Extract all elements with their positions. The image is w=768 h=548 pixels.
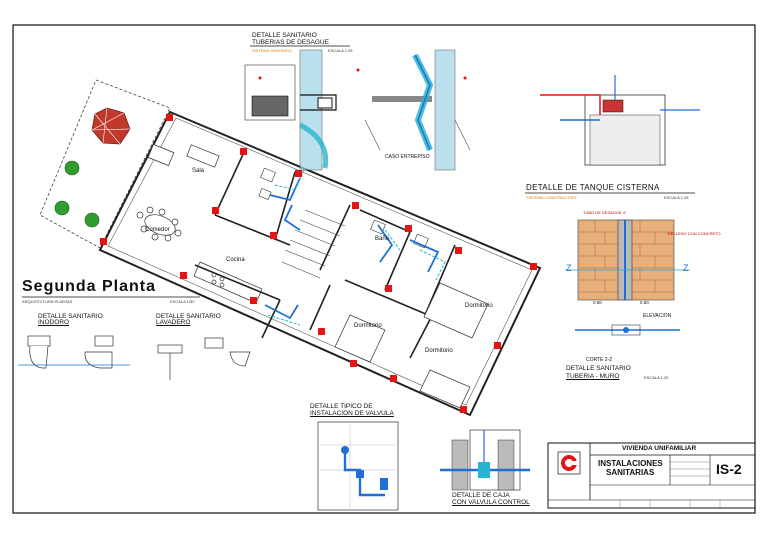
dim-left: 0.60: [593, 300, 602, 305]
logo-icon: [557, 451, 581, 475]
sheet-title-scale: ESCALA 1/50: [170, 299, 195, 304]
title-rules: [22, 45, 695, 298]
room-comedor: Comedor: [145, 227, 170, 233]
umbrella-icon: [91, 107, 131, 145]
caja-detail: [440, 429, 530, 491]
caso-entrepiso: CASO ENTREPISO: [385, 154, 430, 160]
sheet-code: IS-2: [716, 461, 742, 477]
muro-scale: ESCALA 1:25: [644, 375, 669, 380]
muro-title-1: DETALLE SANITARIO: [566, 365, 631, 372]
sheet-name-line-1: INSTALACIONES: [598, 459, 663, 468]
project-name: VIVIENDA UNIFAMILIAR: [622, 445, 697, 452]
desague-sub: SISTEMA SANITARIO: [252, 48, 292, 53]
tanque-title: DETALLE DE TANQUE CISTERNA: [526, 183, 660, 192]
dim-right: 0.60: [640, 300, 649, 305]
floor-plan: [39, 79, 542, 417]
valvula-title-1: DETALLE TIPICO DE: [310, 403, 373, 410]
desague-title-1: DETALLE SANITARIO: [252, 32, 317, 39]
exterior-walls-inner: [107, 117, 533, 406]
z-marker-left: Z: [566, 263, 572, 273]
desague-title-2: TUBERIAS DE DESAGUE: [252, 39, 329, 46]
elevacion-label: ELEVACION: [643, 313, 672, 319]
room-sala: Sala: [192, 168, 205, 174]
muro-title-2: TUBERIA - MURO: [566, 373, 620, 380]
water-pipes: [264, 177, 440, 320]
corte-label: CORTE 2-2: [586, 357, 613, 363]
lavadero-title-2: LAVADERO: [156, 319, 191, 326]
relleno-label: RELLENO CON CONCRETO: [668, 231, 721, 236]
tanque-sub: SISTEMA CONSTRUCTIVO: [526, 195, 577, 200]
plant-icon: [54, 200, 70, 216]
tanque-scale: ESCALA 1:25: [664, 195, 689, 200]
tubo-desague-label: TUBO DE DESAGUE 4": [583, 210, 627, 215]
exterior-walls: [98, 110, 542, 417]
stair: [281, 209, 346, 279]
sheet-name-line-2: SANITARIAS: [606, 468, 655, 477]
caja-title-1: DETALLE DE CAJA: [452, 492, 510, 499]
muro-detail: [565, 219, 690, 336]
beds: [334, 282, 489, 409]
sheet-title: Segunda Planta: [22, 278, 157, 295]
bathroom-fixtures: [258, 167, 429, 249]
interior-walls: [194, 149, 456, 359]
caja-title-2: CON VALVULA CONTROL: [452, 499, 530, 506]
room-dormitorio-2: Dormitorio: [465, 303, 493, 309]
plant-icon: [64, 160, 80, 176]
desague-scale: ESCALA 1:25: [328, 48, 353, 53]
z-marker-right: Z: [683, 263, 689, 273]
inodoro-title-1: DETALLE SANITARIO: [38, 313, 103, 320]
title-block: [547, 442, 756, 509]
inodoro-title-2: INODORO: [38, 319, 70, 326]
inodoro-lavadero-detail: [18, 335, 251, 380]
lavadero-title-1: DETALLE SANITARIO: [156, 313, 221, 320]
structural-columns: [100, 114, 537, 413]
room-bano: Baño: [375, 236, 390, 242]
valvula-detail: [317, 421, 399, 511]
valvula-title-2: INSTALACION DE VALVULA: [310, 410, 394, 417]
room-dormitorio-1: Dormitorio: [354, 323, 382, 329]
room-cocina: Cocina: [226, 257, 245, 263]
room-dormitorio-3: Dormitorio: [425, 348, 453, 354]
desague-detail: [244, 49, 471, 171]
plant-icon: [84, 212, 100, 228]
sheet-border: [12, 24, 756, 514]
sheet-title-sub: ARQUITECTURA PLANTAS: [22, 299, 73, 304]
living-furniture: [136, 143, 220, 242]
tanque-detail: [540, 75, 700, 166]
